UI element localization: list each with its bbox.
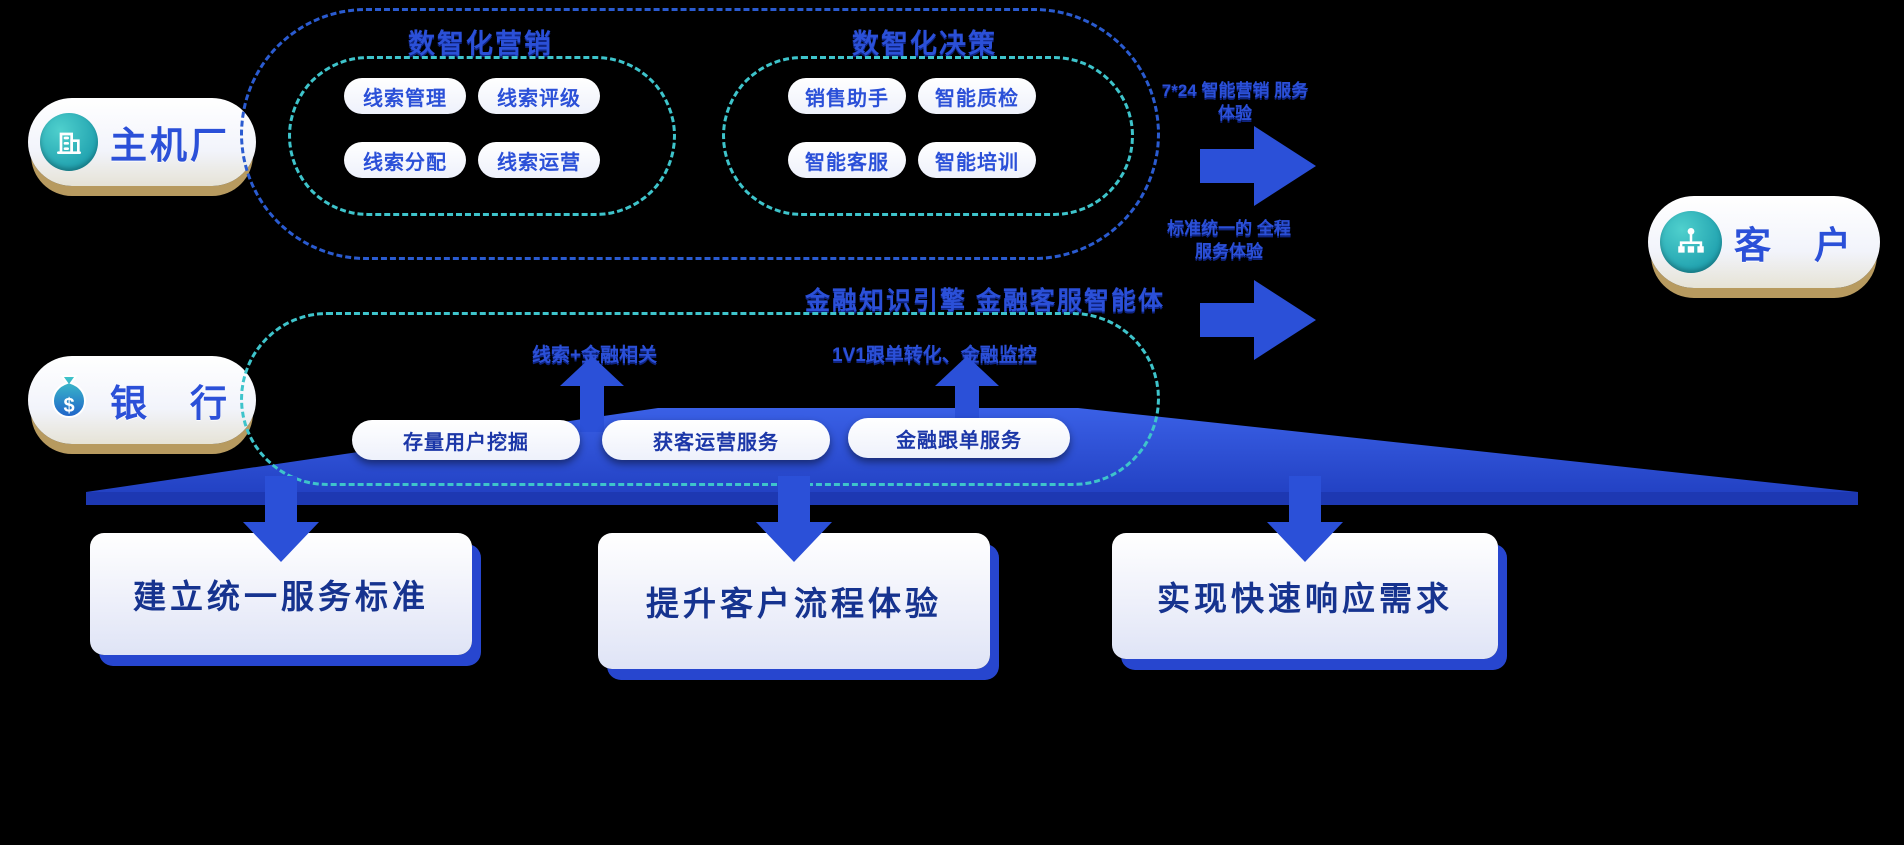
decision-pill: 智能质检 (918, 78, 1036, 114)
top-dashed-frame (240, 8, 1160, 260)
marketing-pill: 线索运营 (478, 142, 600, 178)
marketing-pill: 线索分配 (344, 142, 466, 178)
up-arrow-icon (560, 356, 624, 432)
marketing-pill: 线索评级 (478, 78, 600, 114)
money-bag-icon: $ (40, 371, 98, 429)
finance-title: 金融知识引擎 金融客服智能体 (805, 287, 1165, 315)
bottom-card-label: 实现快速响应需求 (1157, 580, 1453, 617)
badge-bank: $ 银 行 (28, 356, 256, 444)
marketing-dashed-frame (288, 56, 676, 216)
svg-text:$: $ (63, 395, 74, 417)
right-arrow-icon (1200, 280, 1316, 360)
service-pill: 获客运营服务 (602, 420, 830, 460)
flow-top-label: 7*24 智能营销 服务体验 (1161, 81, 1309, 123)
bottom-card-label: 建立统一服务标准 (133, 578, 429, 615)
up-arrow-icon (935, 356, 999, 432)
bottom-card-label: 提升客户流程体验 (646, 585, 942, 622)
badge-customer: 客 户 (1648, 196, 1880, 288)
decision-pill: 智能客服 (788, 142, 906, 178)
service-pill: 存量用户挖掘 (352, 420, 580, 460)
down-arrow-icon (243, 476, 319, 562)
badge-oem-label: 主机厂 (110, 125, 230, 166)
decision-pill: 智能培训 (918, 142, 1036, 178)
org-chart-icon (1660, 211, 1722, 273)
finance-left-note: 线索+金融相关 (532, 345, 658, 366)
decision-pill: 销售助手 (788, 78, 906, 114)
badge-bank-label: 银 行 (110, 383, 230, 424)
marketing-pill: 线索管理 (344, 78, 466, 114)
down-arrow-icon (756, 476, 832, 562)
flow-bottom-label: 标准统一的 全程服务体验 (1167, 219, 1291, 261)
finance-right-note: 1V1跟单转化、金融监控 (832, 345, 1037, 366)
decision-group-title: 数智化决策 (852, 29, 997, 59)
factory-icon (40, 113, 98, 171)
marketing-group-title: 数智化营销 (408, 29, 553, 59)
service-pill: 金融跟单服务 (848, 418, 1070, 458)
badge-customer-label: 客 户 (1734, 225, 1854, 266)
badge-oem: 主机厂 (28, 98, 256, 186)
down-arrow-icon (1267, 476, 1343, 562)
right-arrow-icon (1200, 126, 1316, 206)
